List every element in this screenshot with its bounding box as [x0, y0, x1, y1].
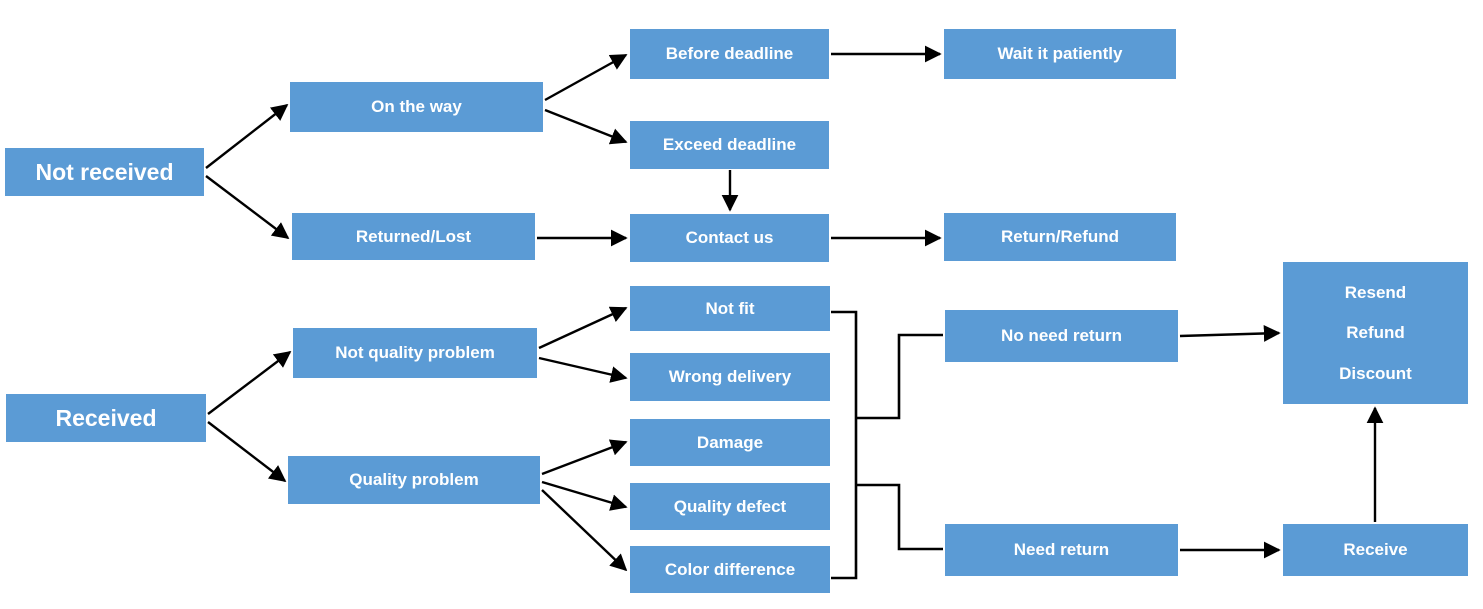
- edge-not-quality-to-wrong-delivery: [538, 356, 628, 383]
- node-quality-problem[interactable]: Quality problem: [288, 456, 540, 504]
- edge-bracket-to-no-need-return: [856, 333, 943, 420]
- node-no-need-return[interactable]: No need return: [945, 310, 1178, 362]
- node-contact-us[interactable]: Contact us: [630, 214, 829, 262]
- node-label-resend: Resend: [1344, 282, 1407, 302]
- node-label: Quality problem: [349, 470, 479, 490]
- node-resend-refund-discount[interactable]: Resend Refund Discount: [1283, 262, 1468, 404]
- edge-received-to-quality-problem: [207, 421, 287, 483]
- node-label: Not received: [35, 158, 174, 185]
- node-need-return[interactable]: Need return: [945, 524, 1178, 576]
- node-label: Receive: [1343, 540, 1408, 560]
- node-label: Exceed deadline: [662, 135, 797, 155]
- node-label: Wait it patiently: [997, 44, 1123, 64]
- node-label: Not quality problem: [335, 343, 495, 363]
- node-label: Wrong delivery: [668, 367, 792, 387]
- node-label: Returned/Lost: [355, 226, 472, 246]
- edge-on-the-way-to-before-deadline: [544, 53, 628, 102]
- node-label: Need return: [1013, 540, 1110, 560]
- edge-quality-problem-to-quality-defect: [541, 480, 628, 511]
- node-label: Damage: [696, 432, 764, 452]
- node-not-received[interactable]: Not received: [5, 148, 204, 196]
- node-returned-lost[interactable]: Returned/Lost: [292, 213, 535, 260]
- node-label-discount: Discount: [1339, 363, 1412, 383]
- node-label: Return/Refund: [1000, 227, 1120, 247]
- node-wait-it-patiently[interactable]: Wait it patiently: [944, 29, 1176, 79]
- node-receive[interactable]: Receive: [1283, 524, 1468, 576]
- node-label: Received: [55, 404, 157, 431]
- node-before-deadline[interactable]: Before deadline: [630, 29, 829, 79]
- node-label: Not fit: [705, 298, 755, 318]
- node-quality-defect[interactable]: Quality defect: [630, 483, 830, 530]
- node-received[interactable]: Received: [6, 394, 206, 442]
- node-label: Before deadline: [665, 44, 794, 64]
- edge-no-need-return-to-resend: [1179, 325, 1281, 342]
- node-on-the-way[interactable]: On the way: [290, 82, 543, 132]
- node-label-refund: Refund: [1346, 323, 1405, 343]
- edge-not-received-to-returned-lost: [205, 175, 290, 240]
- node-label: Quality defect: [673, 496, 787, 516]
- edge-not-received-to-on-the-way: [205, 103, 289, 169]
- edge-quality-problem-to-damage: [541, 439, 628, 476]
- edge-received-to-not-quality: [207, 350, 292, 415]
- edge-bracket-spine: [831, 310, 858, 580]
- node-color-difference[interactable]: Color difference: [630, 546, 830, 593]
- node-exceed-deadline[interactable]: Exceed deadline: [630, 121, 829, 169]
- node-damage[interactable]: Damage: [630, 419, 830, 466]
- edge-quality-problem-to-color-difference: [541, 489, 628, 572]
- node-not-quality-problem[interactable]: Not quality problem: [293, 328, 537, 378]
- node-label: Color difference: [664, 559, 796, 579]
- node-wrong-delivery[interactable]: Wrong delivery: [630, 353, 830, 401]
- node-label: No need return: [1001, 326, 1122, 346]
- edge-bracket-to-need-return: [856, 483, 943, 551]
- node-not-fit[interactable]: Not fit: [630, 286, 830, 331]
- edge-not-quality-to-not-fit: [538, 306, 628, 350]
- node-return-refund[interactable]: Return/Refund: [944, 213, 1176, 261]
- node-label: On the way: [371, 97, 462, 117]
- node-label: Contact us: [685, 228, 774, 248]
- edge-on-the-way-to-exceed-deadline: [544, 108, 628, 145]
